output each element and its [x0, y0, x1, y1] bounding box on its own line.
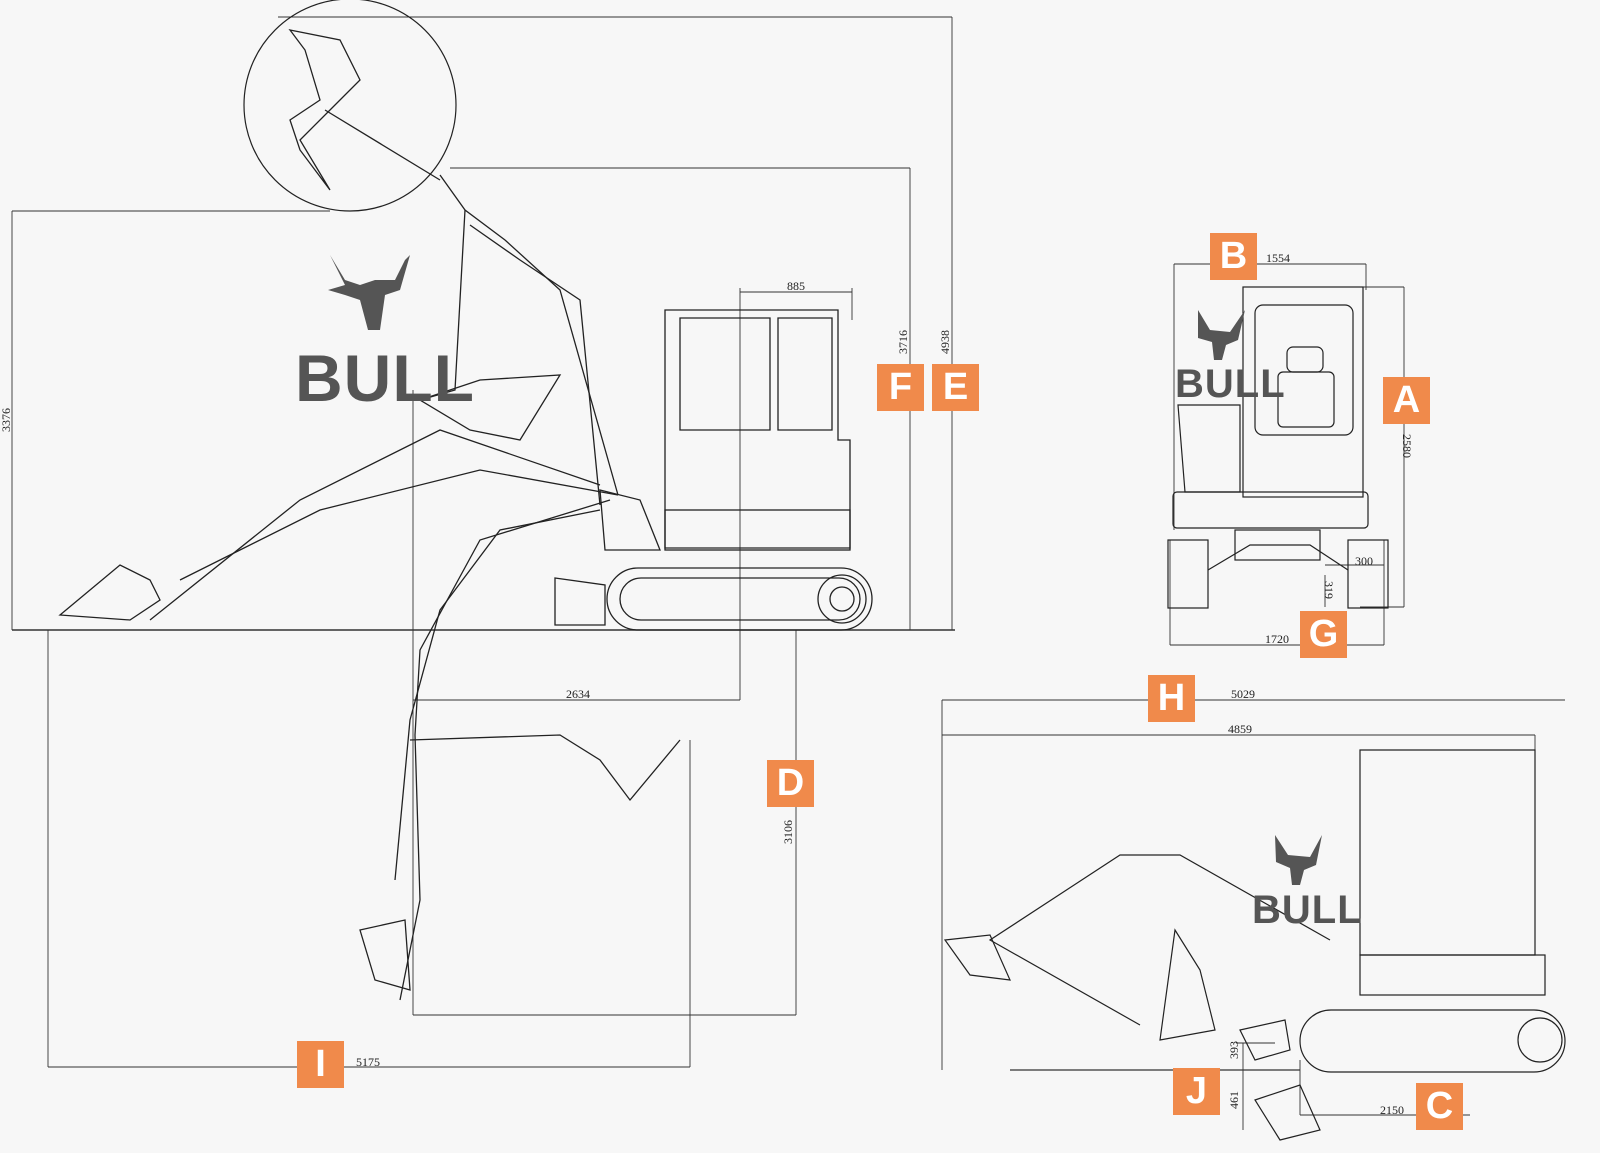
- badge-a: A: [1383, 377, 1430, 424]
- dim-e: 4938: [938, 330, 952, 354]
- dim-d: 3106: [781, 820, 795, 844]
- dim-h: 5029: [1231, 687, 1255, 701]
- badge-h: H: [1148, 675, 1195, 722]
- brand-logo-transport: BULL: [1252, 888, 1363, 932]
- badge-e: E: [932, 364, 979, 411]
- dim-left-height: 3376: [0, 408, 13, 432]
- bull-head-logo: [328, 255, 1322, 885]
- dim-h-inner: 4859: [1228, 722, 1252, 736]
- dim-a: 2580: [1400, 434, 1414, 458]
- dim-reach-offset: 2634: [566, 687, 590, 701]
- brand-logo-side: BULL: [295, 341, 475, 415]
- badge-b: B: [1210, 233, 1257, 280]
- dim-ground-clearance: 319: [1322, 581, 1336, 599]
- dim-f: 3716: [896, 330, 910, 354]
- dim-j-lower: 461: [1227, 1091, 1241, 1109]
- brand-logo-front: BULL: [1175, 362, 1286, 406]
- front-view-excavator: [1167, 286, 1389, 609]
- dim-cab-offset: 885: [787, 279, 805, 293]
- badge-c: C: [1416, 1083, 1463, 1130]
- dimension-lines-side: [11, 16, 955, 1068]
- dim-track-width: 300: [1355, 554, 1373, 568]
- badge-j: J: [1173, 1068, 1220, 1115]
- dimension-lines-front: [1169, 263, 1405, 646]
- badge-f: F: [877, 364, 924, 411]
- dim-c: 2150: [1380, 1103, 1404, 1117]
- transport-view-excavator: [943, 749, 1566, 1141]
- dimension-lines-transport: [941, 699, 1565, 1130]
- badge-i: I: [297, 1041, 344, 1088]
- dim-j-upper: 393: [1227, 1041, 1241, 1059]
- dim-i: 5175: [356, 1055, 380, 1069]
- side-view-excavator: [58, 0, 873, 1001]
- dim-b: 1554: [1266, 251, 1290, 265]
- badge-d: D: [767, 760, 814, 807]
- dim-g: 1720: [1265, 632, 1289, 646]
- badge-g: G: [1300, 611, 1347, 658]
